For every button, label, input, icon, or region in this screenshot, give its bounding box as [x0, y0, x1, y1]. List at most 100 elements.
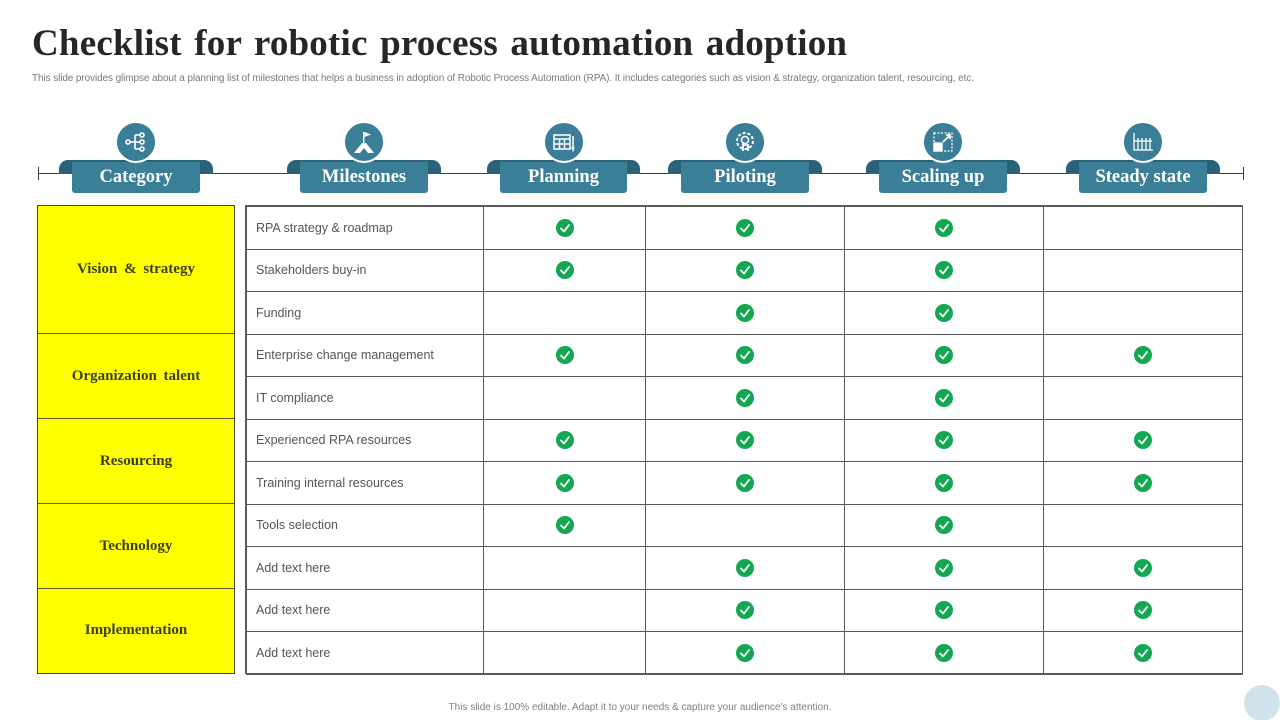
cell-piloting [645, 333, 845, 377]
cell-steady-state [1043, 248, 1243, 292]
category-vision-strategy: Vision & strategy [38, 206, 234, 334]
check-circle-icon [555, 473, 574, 492]
table-row: IT compliance [246, 376, 1243, 420]
cell-planning [483, 206, 646, 250]
cell-planning [483, 376, 646, 420]
cell-steady-state [1043, 206, 1243, 250]
decorative-circle [1244, 685, 1280, 720]
cell-piloting [645, 631, 845, 675]
table-row: Funding [246, 291, 1243, 335]
header-label: Steady state [1079, 162, 1207, 193]
category-implementation: Implementation [84, 622, 188, 638]
milestone-label: Experienced RPA resources [246, 418, 484, 462]
cell-steady-state [1043, 461, 1243, 505]
check-circle-icon [935, 643, 953, 662]
line-chart-icon [1122, 121, 1164, 163]
category-organization-talent: Organization talent [38, 334, 234, 419]
header-piloting: Piloting [668, 120, 822, 194]
check-circle-icon [935, 218, 953, 237]
cell-planning [483, 588, 646, 632]
milestone-label: Funding [246, 291, 484, 335]
check-circle-icon [555, 431, 574, 450]
calendar-pen-icon [542, 121, 585, 163]
milestone-label: Add text here [246, 588, 484, 632]
cell-piloting [645, 418, 845, 462]
header-planning: Planning [487, 120, 640, 194]
timeline-end-tick [1243, 167, 1244, 180]
header-label: Planning [500, 162, 627, 193]
milestone-label: RPA strategy & roadmap [246, 206, 484, 250]
category-technology: Technology [38, 504, 234, 589]
milestone-label: IT compliance [246, 376, 484, 420]
header-label: Category [72, 162, 200, 193]
milestone-label: Add text here [246, 631, 484, 675]
hierarchy-icon [115, 121, 157, 163]
check-circle-icon [555, 218, 574, 237]
milestone-label: Add text here [246, 546, 484, 590]
category-column: Vision & strategy Organization talent Re… [37, 205, 235, 674]
header-label: Milestones [300, 162, 428, 193]
cell-piloting [645, 461, 845, 505]
timeline-start-tick [38, 167, 39, 180]
cell-planning [483, 631, 646, 675]
cell-scaling-up [844, 418, 1044, 462]
cell-steady-state [1043, 631, 1243, 675]
cell-steady-state [1043, 503, 1243, 547]
header-scaling-up: Scaling up [866, 120, 1020, 194]
cell-piloting [645, 206, 845, 250]
cell-planning [483, 248, 646, 292]
table-row: Training internal resources [246, 461, 1243, 505]
cell-steady-state [1043, 291, 1243, 335]
cell-scaling-up [844, 631, 1044, 675]
check-circle-icon [935, 558, 953, 577]
cell-scaling-up [844, 291, 1044, 335]
slide-subtitle: This slide provides glimpse about a plan… [32, 73, 974, 84]
check-circle-icon [1134, 473, 1152, 492]
cell-piloting [645, 291, 845, 335]
header-category: Category [59, 120, 213, 194]
table-row: Add text here [246, 588, 1243, 632]
check-circle-icon [935, 388, 953, 407]
cell-planning [483, 461, 646, 505]
milestone-label: Enterprise change management [246, 333, 484, 377]
cell-scaling-up [844, 248, 1044, 292]
resize-scale-icon [922, 121, 964, 163]
check-circle-icon [1134, 431, 1152, 450]
check-circle-icon [736, 303, 754, 322]
check-circle-icon [736, 431, 754, 450]
check-circle-icon [555, 346, 574, 365]
header-label: Scaling up [879, 162, 1007, 193]
table-row: Add text here [246, 631, 1243, 675]
cell-piloting [645, 376, 845, 420]
check-circle-icon [935, 261, 953, 280]
slide-title: Checklist for robotic process automation… [32, 23, 848, 64]
check-circle-icon [935, 346, 953, 365]
header-milestones: Milestones [287, 120, 441, 194]
cell-scaling-up [844, 206, 1044, 250]
cell-piloting [645, 503, 845, 547]
gear-hand-icon [724, 121, 766, 163]
table-row: RPA strategy & roadmap [246, 206, 1243, 250]
check-circle-icon [736, 473, 754, 492]
timeline-line [38, 173, 1244, 174]
milestone-label: Training internal resources [246, 461, 484, 505]
table-row: Experienced RPA resources [246, 418, 1243, 462]
cell-scaling-up [844, 461, 1044, 505]
check-circle-icon [736, 643, 754, 662]
table-row: Enterprise change management [246, 333, 1243, 377]
cell-piloting [645, 546, 845, 590]
cell-scaling-up [844, 376, 1044, 420]
check-circle-icon [736, 558, 754, 577]
check-circle-icon [1134, 558, 1152, 577]
table-row: Add text here [246, 546, 1243, 590]
milestone-label: Stakeholders buy-in [246, 248, 484, 292]
cell-steady-state [1043, 588, 1243, 632]
check-circle-icon [736, 218, 754, 237]
cell-scaling-up [844, 588, 1044, 632]
cell-planning [483, 418, 646, 462]
check-circle-icon [736, 346, 754, 365]
check-circle-icon [1134, 643, 1152, 662]
footer-note: This slide is 100% editable. Adapt it to… [448, 702, 832, 713]
cell-scaling-up [844, 503, 1044, 547]
